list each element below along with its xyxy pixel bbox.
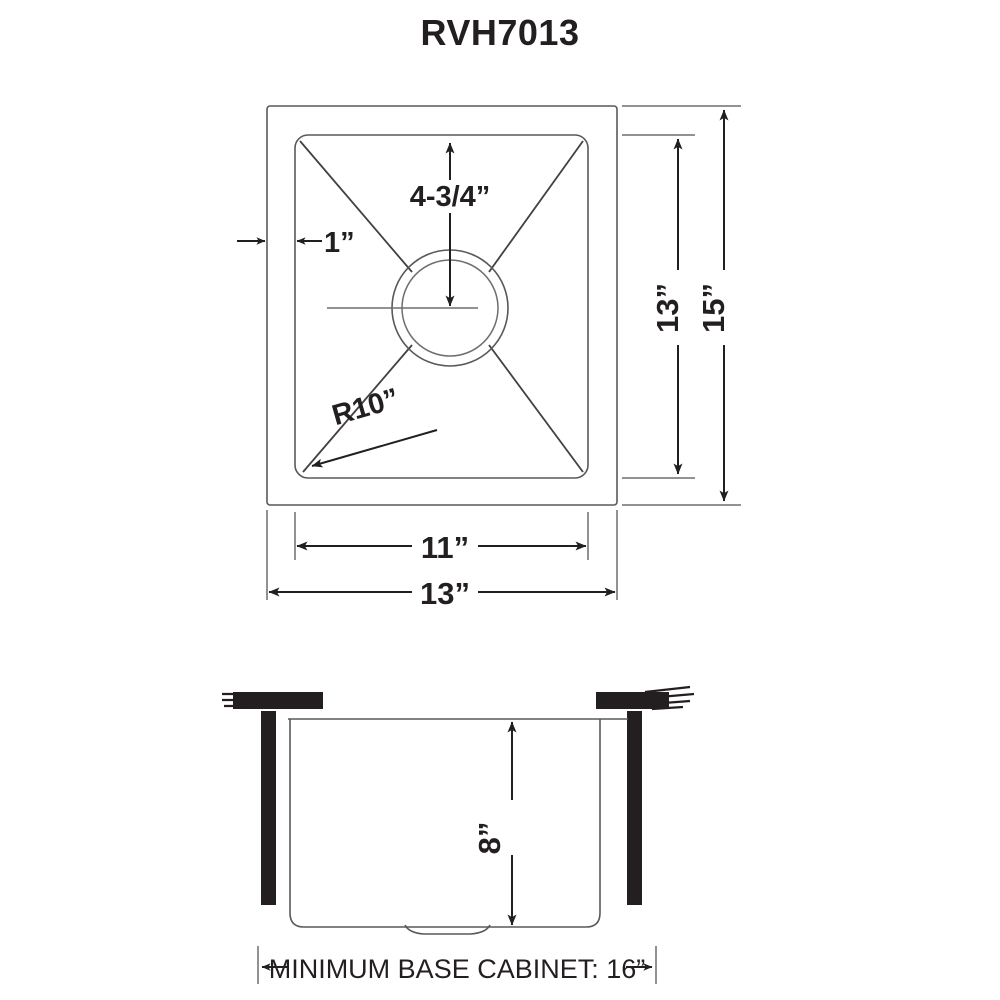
cabinet-wall-left-hatch [222,692,246,708]
dim-inner-height-label: 13” [650,283,685,333]
sink-outer-rim [266,105,618,506]
dim-depth-label: 8” [472,822,507,855]
dim-drain-offset-label: 4-3/4” [410,181,491,213]
sink-inner-bowl [294,134,589,479]
dim-inner-width-label: 11” [421,530,469,565]
side-view-group: 8” MINIMUM BASE CABINET: 16” [222,685,695,984]
dim-cabinet-label: MINIMUM BASE CABINET: 16” [269,954,646,984]
dim-outer-width-label: 13” [420,576,470,611]
cabinet-wall-right-hatch [644,685,695,711]
dim-outer-height-label: 15” [696,283,731,333]
cabinet-wall-right-post [627,711,642,905]
basin-drain-bulge [404,924,491,935]
dim-radius-label: R10” [329,383,403,432]
basin-section-outline [289,719,601,928]
page-title: RVH7013 [420,12,580,53]
dim-ledge-label: 1” [324,227,355,259]
bowl-slope-lines [299,140,584,473]
dim-radius-leader [311,429,438,468]
top-view-group: 4-3/4” 1” R10” 13” 15” [237,105,741,611]
cabinet-wall-left-cap [233,692,323,709]
cabinet-wall-left-post [261,711,276,905]
cabinet-wall-right-cap [596,692,669,709]
